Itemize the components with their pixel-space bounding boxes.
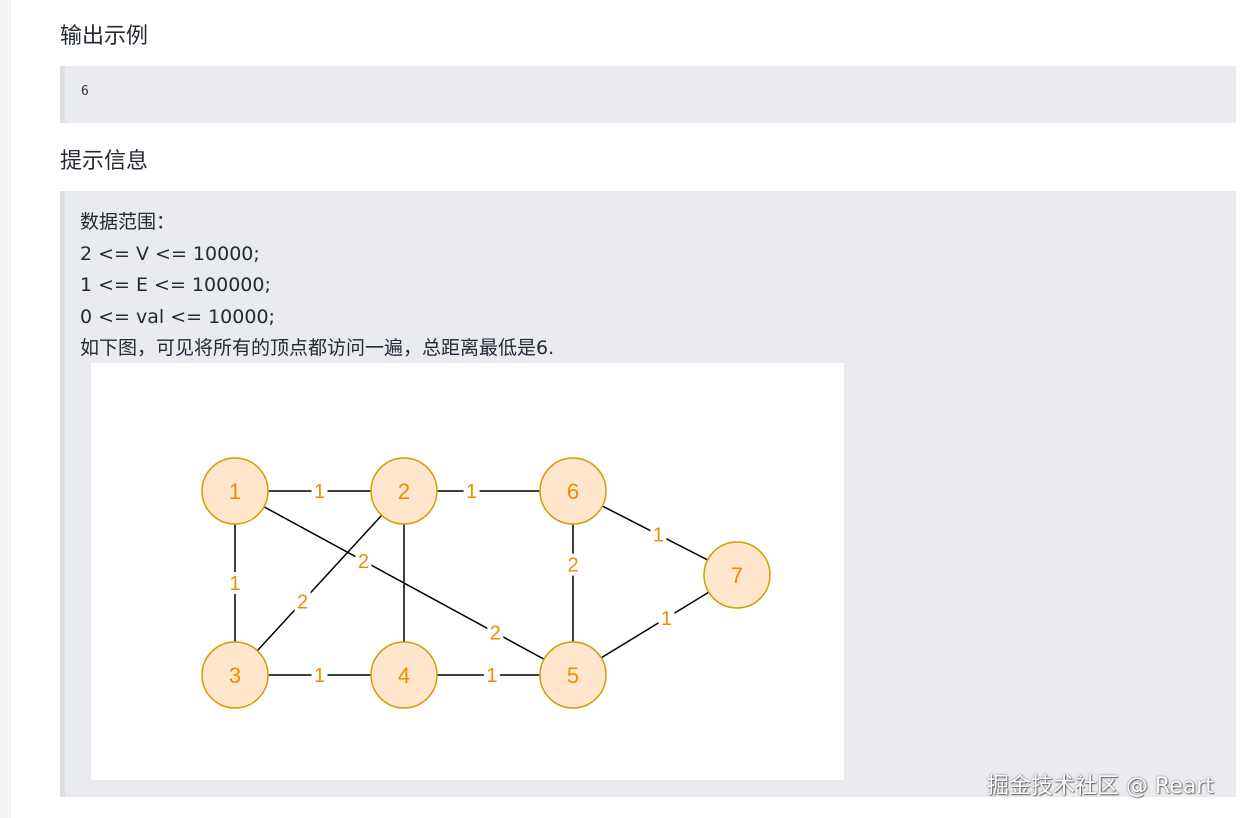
edge-label-bg	[294, 590, 311, 613]
graph-node-label: 2	[398, 479, 410, 504]
graph-node-2	[370, 457, 438, 525]
edge-weight-label: 1	[314, 665, 325, 687]
graph-node-7	[703, 541, 771, 609]
hint-line-e-range: 1 <= E <= 100000;	[80, 274, 271, 296]
graph-figure: 1 1 1 1 2 2 2 2 1 1 1 1 2 3 4 5 6 7	[91, 363, 844, 780]
graph-node-5	[539, 641, 607, 709]
graph-diagram: 1 1 1 1 2 2 2 2 1 1 1 1 2 3 4 5 6 7	[201, 457, 771, 709]
hint-lines: 数据范围： 2 <= V <= 10000; 1 <= E <= 100000;…	[80, 207, 554, 365]
graph-node-3	[201, 641, 269, 709]
edge-2-3	[234, 490, 405, 676]
edge-weight-label: 1	[229, 573, 240, 595]
edge-label-bg	[658, 607, 675, 629]
output-example-value: 6	[81, 84, 89, 99]
edge-weight-label: 1	[486, 665, 497, 687]
edge-weight-label: 2	[358, 551, 369, 573]
edge-label-bg	[463, 480, 480, 502]
graph-node-label: 7	[731, 563, 743, 588]
output-example-heading: 输出示例	[60, 24, 149, 49]
hint-line-figure-caption: 如下图，可见将所有的顶点都访问一遍，总距离最低是6.	[80, 337, 555, 359]
edge-label-bg	[483, 664, 500, 686]
hint-info-block: 数据范围： 2 <= V <= 10000; 1 <= E <= 100000;…	[60, 191, 1236, 797]
edge-weight-label: 2	[567, 555, 578, 577]
edge-weight-label: 1	[314, 481, 325, 503]
edge-weight-label: 1	[653, 525, 664, 547]
edge-weight-label: 2	[490, 623, 501, 645]
hint-line-v-range: 2 <= V <= 10000;	[80, 242, 260, 265]
graph-node-label: 6	[567, 479, 579, 504]
graph-node-1	[201, 457, 269, 525]
hint-line-val-range: 0 <= val <= 10000;	[80, 305, 275, 328]
graph-node-label: 3	[229, 663, 241, 688]
graph-node-6	[539, 457, 607, 525]
hint-line-range-title: 数据范围：	[80, 211, 176, 233]
site-watermark: 掘金技术社区 @ Reart	[987, 774, 1214, 799]
output-example-block: 6	[60, 66, 1236, 123]
edge-label-bg	[227, 572, 243, 594]
graph-node-label: 4	[398, 663, 410, 688]
edge-label-bg	[311, 664, 328, 686]
graph-node-label: 5	[567, 663, 579, 688]
graph-node-label: 1	[229, 479, 241, 504]
edge-label-bg	[650, 523, 667, 546]
graph-node-4	[370, 641, 438, 709]
graph-edges: 1 1 1 1 2 2 2 2 1 1 1	[227, 480, 738, 687]
edge-weight-label: 1	[661, 608, 672, 630]
edge-weight-label: 2	[297, 591, 308, 613]
edge-label-bg	[311, 480, 328, 502]
graph-nodes: 1 2 3 4 5 6 7	[201, 457, 771, 709]
edge-label-bg	[487, 621, 504, 644]
edge-label-bg	[565, 553, 581, 576]
left-rail	[0, 0, 11, 818]
edge-label-bg	[355, 549, 372, 572]
edge-weight-label: 1	[466, 481, 477, 503]
hint-info-heading: 提示信息	[60, 149, 149, 174]
